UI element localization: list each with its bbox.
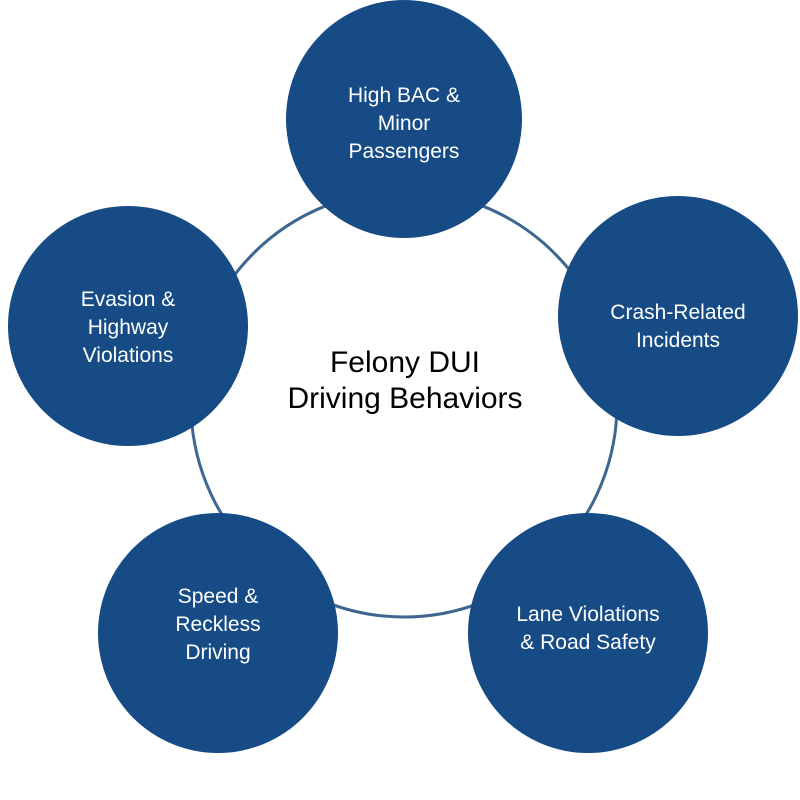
node-lane-violations-road-safety: Lane Violations & Road Safety — [468, 513, 708, 753]
node-label-line: High BAC & — [347, 84, 461, 107]
node-label-line: Violations — [82, 344, 174, 367]
node-evasion-highway-violations: Evasion & Highway Violations — [8, 206, 248, 446]
node-label-line: Minor — [377, 112, 431, 135]
node-label: Evasion & Highway Violations — [81, 286, 176, 370]
center-title-line-1: Felony DUI — [329, 346, 481, 379]
node-label-line: Reckless — [175, 613, 261, 636]
node-label-line: Driving — [185, 641, 251, 664]
node-label: High BAC & Minor Passengers — [348, 82, 460, 166]
node-high-bac-minor-passengers: High BAC & Minor Passengers — [286, 0, 522, 238]
node-label-line: Highway — [87, 316, 169, 339]
node-speed-reckless-driving: Speed & Reckless Driving — [98, 513, 338, 753]
center-title-line-2: Driving Behaviors — [287, 382, 523, 415]
node-label-line: & Road Safety — [520, 631, 656, 654]
node-label-line: Speed & — [177, 585, 259, 608]
center-title: Felony DUI Driving Behaviors — [240, 345, 570, 417]
node-label-line: Lane Violations — [516, 603, 660, 626]
node-label-line: Incidents — [635, 329, 721, 352]
node-label-line: Passengers — [348, 140, 460, 163]
node-label-line: Crash-Related — [610, 301, 746, 324]
node-label-line: Evasion & — [80, 288, 176, 311]
node-crash-related-incidents: Crash-Related Incidents — [558, 196, 798, 436]
node-label: Speed & Reckless Driving — [175, 583, 260, 667]
node-label: Lane Violations & Road Safety — [516, 601, 659, 657]
node-label: Crash-Related Incidents — [610, 299, 745, 355]
